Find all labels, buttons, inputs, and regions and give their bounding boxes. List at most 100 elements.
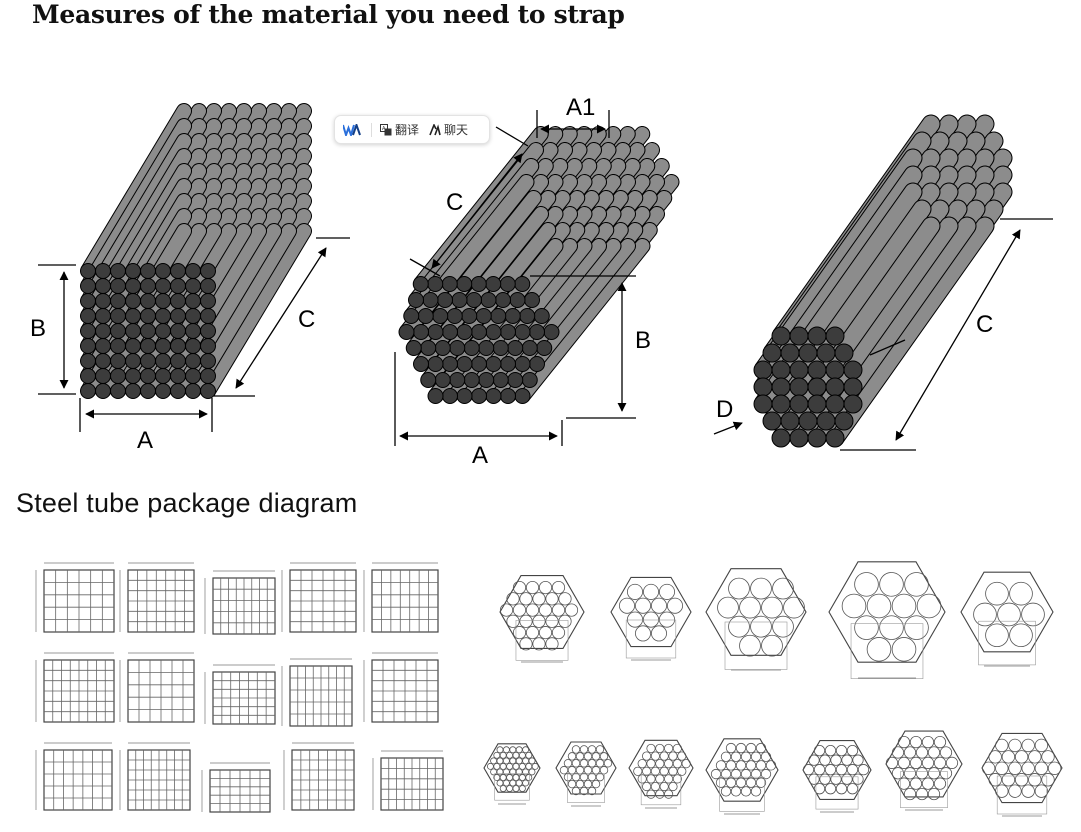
tube-end	[185, 323, 201, 339]
tube-end	[434, 372, 451, 388]
tube-end	[155, 263, 171, 279]
tube-end	[816, 343, 836, 363]
hex-dim-c-label: C	[446, 189, 463, 216]
tube-end	[451, 292, 468, 308]
package-grid-drawing	[363, 562, 439, 633]
tube-end	[507, 372, 524, 388]
square-dim-c-label: C	[298, 306, 315, 333]
round-bundle-figure	[753, 114, 1013, 448]
tube-end	[456, 388, 473, 404]
tube-end	[140, 323, 156, 339]
package-grid-drawing	[372, 750, 444, 811]
tube-end	[200, 383, 216, 399]
tube-end	[807, 377, 827, 397]
translate-label: 翻译	[395, 123, 420, 137]
tube-end	[80, 368, 96, 384]
tube-end	[771, 428, 791, 448]
tube-end	[762, 343, 782, 363]
tube-end	[843, 377, 863, 397]
tube-end	[125, 323, 141, 339]
tube-end	[753, 377, 773, 397]
tube-end	[80, 323, 96, 339]
tube-end	[789, 360, 809, 380]
translate-button[interactable]: A 翻译	[380, 121, 419, 138]
tube-end	[442, 356, 458, 372]
chat-button[interactable]: 聊天	[429, 121, 468, 138]
tube-end	[798, 411, 818, 431]
tube-end	[529, 324, 545, 340]
tube-end	[200, 353, 216, 369]
tube-end	[807, 394, 827, 414]
tube-end	[170, 323, 186, 339]
hex-package-drawing	[610, 576, 692, 661]
tube-end	[521, 372, 538, 388]
tube-end	[495, 292, 511, 308]
round-dimension-lines	[713, 218, 1053, 451]
hex-package-drawing	[802, 740, 872, 813]
tube-end	[200, 278, 216, 294]
tube-end	[789, 326, 809, 346]
tube-end	[789, 377, 809, 397]
tube-end	[533, 308, 550, 324]
tube-end	[771, 326, 791, 346]
tube-end	[789, 428, 809, 448]
tube-end	[95, 323, 111, 339]
tube-end	[125, 263, 141, 279]
hex-package-drawings	[483, 561, 1063, 817]
tube-end	[110, 368, 126, 384]
tube-end	[807, 326, 827, 346]
package-grid-drawing	[204, 570, 276, 635]
tube-end	[446, 308, 463, 324]
tube-end	[816, 411, 836, 431]
tube-end	[834, 411, 854, 431]
package-grid-drawing	[119, 562, 195, 633]
tube-end	[155, 353, 171, 369]
tube-end	[456, 324, 473, 340]
tube-end	[80, 338, 96, 354]
tube-end	[170, 308, 186, 324]
hex-package-drawing	[705, 738, 779, 815]
chat-label: 聊天	[444, 123, 469, 137]
hex-dim-b-label: B	[635, 327, 651, 354]
tube-end	[110, 323, 126, 339]
tube-end	[780, 343, 800, 363]
tube-end	[825, 326, 845, 346]
tube-end	[843, 360, 863, 380]
tube-end	[155, 323, 171, 339]
tube-end	[110, 293, 126, 309]
tube-end	[456, 276, 473, 292]
tube-end	[155, 368, 171, 384]
tube-end	[125, 353, 141, 369]
tube-end	[80, 353, 96, 369]
tube-end	[110, 338, 126, 354]
tube-end	[185, 263, 201, 279]
tube-end	[170, 353, 186, 369]
package-grid-drawing	[283, 742, 355, 811]
tube-end	[529, 356, 545, 372]
tube-end	[485, 356, 502, 372]
tube-end	[500, 388, 516, 404]
tube-end	[500, 324, 516, 340]
ai-chat-icon	[429, 123, 441, 135]
hex-package-drawing	[960, 571, 1054, 667]
tube-end	[825, 394, 845, 414]
tube-end	[807, 360, 827, 380]
package-grid-drawing	[35, 562, 115, 633]
tube-end	[420, 372, 437, 388]
square-bundle-figure	[80, 103, 312, 399]
wa-logo-icon[interactable]	[343, 123, 361, 136]
tube-end	[95, 293, 111, 309]
tube-end	[427, 324, 444, 340]
tube-end	[398, 324, 415, 340]
tube-end	[412, 276, 429, 292]
hex-package-drawing	[981, 732, 1063, 817]
section-heading: Steel tube package diagram	[16, 488, 358, 518]
tube-end	[843, 394, 863, 414]
tube-end	[125, 338, 141, 354]
tube-end	[185, 278, 201, 294]
tube-end	[95, 353, 111, 369]
tube-end	[432, 308, 449, 324]
translate-icon: A	[380, 123, 392, 135]
package-grid-drawing	[119, 652, 195, 723]
